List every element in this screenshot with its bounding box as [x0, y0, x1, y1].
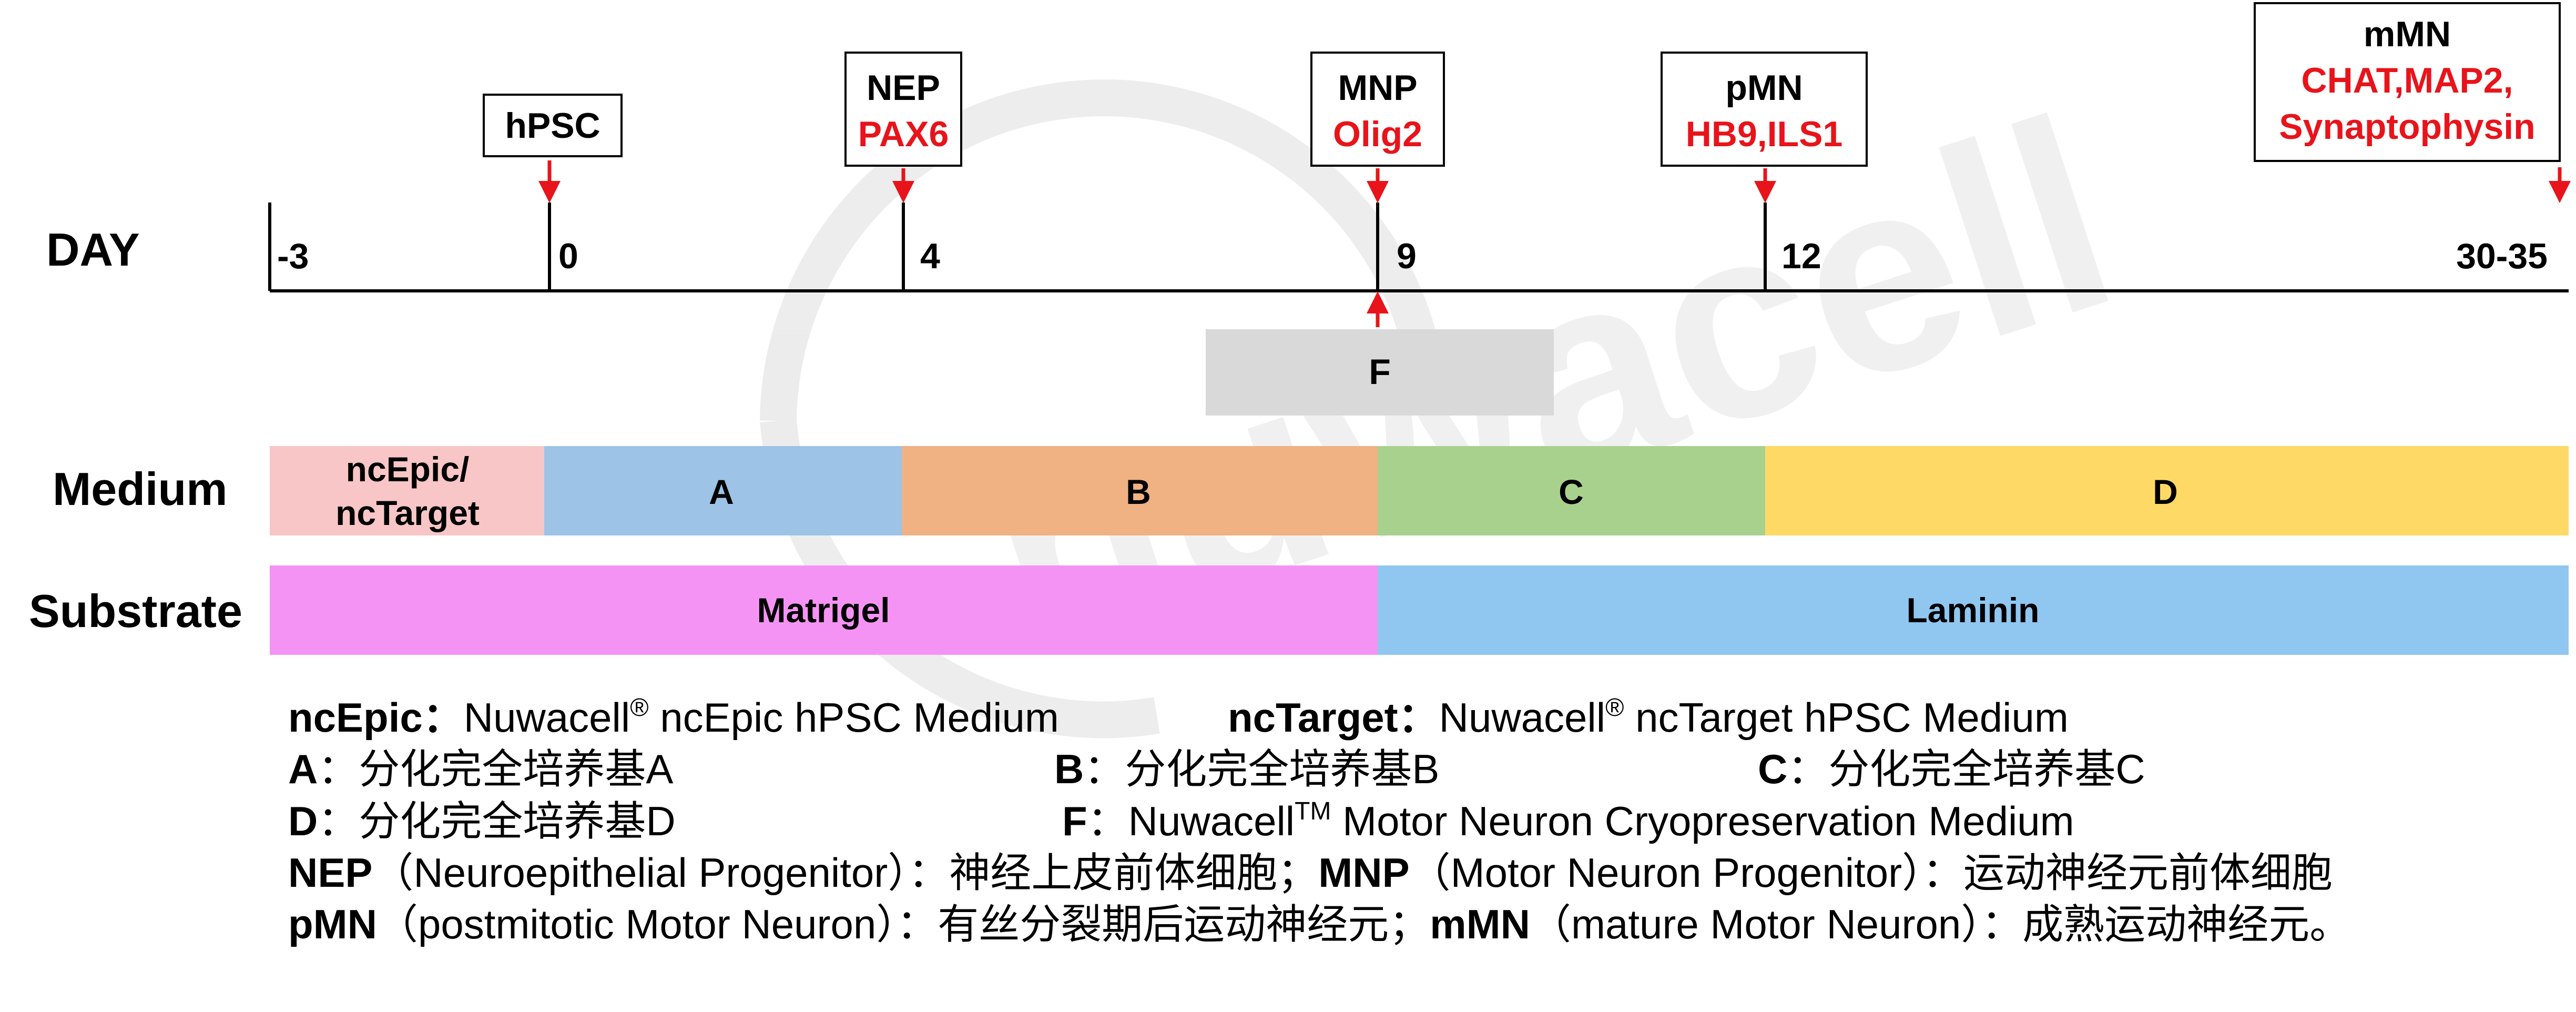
medium-bar: ncEpic/ ncTarget A B C D	[270, 446, 2569, 535]
stage-box	[483, 94, 623, 157]
stage-name: mMN	[2364, 14, 2451, 54]
stage-marker: HB9,ILS1	[1686, 114, 1843, 154]
medium-segment-a	[544, 446, 902, 535]
stage-name: hPSC	[505, 106, 600, 146]
medium-segment-label: ncTarget	[335, 493, 480, 532]
stage-marker: Olig2	[1333, 114, 1422, 154]
stage-nep: NEP PAX6	[844, 52, 962, 203]
stage-name: MNP	[1338, 68, 1417, 108]
tick-label: 0	[558, 236, 578, 276]
stage-marker: PAX6	[858, 114, 949, 154]
medium-label: Medium	[53, 463, 227, 515]
medium-segment-c	[1378, 446, 1765, 535]
medium-segment-label: ncEpic/	[346, 450, 470, 489]
medium-segment-label: C	[1559, 472, 1584, 511]
substrate-segment-matrigel	[270, 565, 1378, 655]
substrate-segment-label: Matrigel	[757, 591, 890, 630]
tick-label: 12	[1781, 236, 1821, 276]
stage-box	[844, 52, 962, 167]
day-tick-labels: -3 0 4 9 12 30-35	[277, 236, 2548, 276]
stage-box	[1310, 52, 1445, 167]
medium-segment-d	[1765, 446, 2569, 535]
stage-marker: CHAT,MAP2,	[2302, 60, 2513, 100]
substrate-segment-laminin	[1378, 565, 2569, 655]
substrate-label: Substrate	[29, 585, 242, 637]
day-label: DAY	[46, 224, 140, 276]
freeze-label: F	[1369, 352, 1391, 392]
stage-name: NEP	[867, 68, 940, 108]
stage-hpsc: hPSC	[483, 94, 623, 203]
stage-mnp: MNP Olig2	[1310, 52, 1445, 203]
substrate-bar: Matrigel Laminin	[270, 565, 2569, 655]
freeze-point: F	[1206, 291, 1554, 416]
stage-name: pMN	[1725, 68, 1803, 108]
timeline-axis	[268, 203, 2569, 292]
tick-label: -3	[277, 236, 309, 276]
medium-segment-ncepic	[270, 446, 544, 535]
medium-segment-label: B	[1126, 472, 1151, 511]
medium-segment-label: A	[709, 472, 734, 511]
substrate-segment-label: Laminin	[1906, 591, 2039, 630]
medium-segment-b	[902, 446, 1378, 535]
stage-box	[2254, 2, 2561, 162]
freeze-box	[1206, 329, 1554, 416]
stage-marker: Synaptophysin	[2279, 107, 2535, 147]
stage-pmn: pMN HB9,ILS1	[1661, 52, 1868, 203]
stage-mmn: mMN CHAT,MAP2, Synaptophysin	[2254, 2, 2571, 203]
stage-box	[1661, 52, 1868, 167]
tick-label: 30-35	[2456, 236, 2548, 276]
medium-segment-label: D	[2153, 472, 2178, 511]
tick-label: 4	[920, 236, 940, 276]
tick-label: 9	[1397, 236, 1417, 276]
